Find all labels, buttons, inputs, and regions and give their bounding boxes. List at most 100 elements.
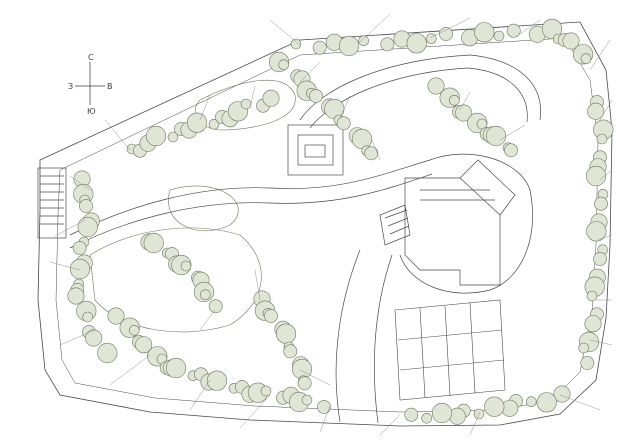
plant-symbol: [264, 309, 278, 323]
plant-symbol: [260, 385, 272, 397]
compass-south: Ю: [87, 107, 96, 116]
plant-symbol: [165, 357, 187, 379]
plant-symbol: [297, 376, 312, 391]
leader-line: [269, 19, 301, 46]
leader-line: [599, 169, 613, 181]
plant-symbol: [562, 32, 580, 50]
plant-symbol: [309, 89, 323, 103]
house: [379, 159, 516, 286]
plant-symbol: [474, 22, 495, 43]
plant-symbol: [85, 329, 103, 347]
plant-symbol: [67, 287, 85, 305]
plant-symbol: [69, 258, 91, 280]
leader-line: [189, 379, 211, 411]
plant-symbol: [525, 396, 537, 408]
terrace-steps: [37, 167, 67, 239]
plant-symbol: [107, 307, 125, 325]
plant-symbol: [586, 221, 607, 242]
plant-symbol: [143, 232, 164, 254]
plant-symbol: [262, 89, 280, 107]
plant-symbol: [578, 342, 590, 354]
leader-line: [319, 405, 331, 433]
leader-line: [239, 394, 271, 429]
leader-line: [254, 269, 261, 301]
plant-symbol: [283, 344, 298, 359]
plant-symbol: [587, 102, 605, 120]
compass: С З В Ю: [68, 53, 113, 116]
leader-line: [559, 394, 601, 411]
plant-symbol: [351, 128, 373, 150]
leader-line: [199, 94, 211, 121]
leader-line: [379, 414, 401, 436]
plant-symbol: [79, 199, 93, 213]
leader-line: [589, 39, 611, 71]
plant-symbol: [186, 112, 208, 133]
plant-symbol: [336, 116, 351, 131]
courtyard-loop: [399, 153, 533, 294]
plant-symbol: [364, 146, 379, 161]
north-path-outer: [299, 54, 541, 121]
leader-line: [54, 219, 86, 237]
leader-line: [359, 13, 391, 43]
drive-right-edge: [373, 254, 393, 424]
leader-line: [429, 17, 471, 39]
west-lawn: [89, 227, 262, 333]
site-boundary: [37, 21, 613, 427]
central-lawn: [168, 185, 239, 232]
plant-symbol: [82, 311, 93, 323]
plant-symbol: [421, 412, 433, 424]
plant-symbol: [536, 392, 557, 413]
leader-line: [469, 411, 481, 436]
plant-symbol: [180, 260, 192, 272]
plant-symbol: [72, 241, 87, 255]
leader-line: [299, 61, 321, 83]
leader-line: [109, 354, 151, 386]
plant-symbol: [290, 38, 302, 50]
leader-line: [49, 261, 81, 271]
plant-symbol: [493, 30, 505, 42]
leader-line: [249, 85, 256, 109]
leader-line: [599, 99, 613, 121]
plant-symbol: [584, 315, 602, 333]
leader-line: [59, 329, 96, 346]
plant-symbol: [586, 290, 598, 302]
leader-line: [499, 124, 526, 141]
leader-line: [339, 95, 351, 119]
plant-symbol: [553, 385, 571, 403]
plant-symbol: [580, 53, 592, 65]
plant-symbol: [208, 119, 220, 130]
plant-symbol: [427, 77, 445, 95]
main-path-outer: [69, 159, 431, 236]
parking-grid: [394, 299, 506, 401]
leader-line: [299, 369, 331, 386]
leader-line: [459, 91, 471, 111]
plant-symbol: [338, 35, 360, 57]
plant-symbol: [301, 394, 313, 406]
plant-symbol: [167, 131, 179, 143]
leader-line: [104, 119, 131, 151]
plant-symbol: [200, 289, 211, 301]
plant-symbol: [431, 402, 453, 424]
leader-line: [69, 175, 91, 191]
pavilion: [287, 124, 344, 176]
plant-symbol: [97, 342, 118, 364]
plant-symbol: [425, 33, 437, 45]
plant-symbol: [208, 299, 223, 314]
plant-symbol: [145, 125, 167, 147]
plant-symbol: [585, 165, 607, 187]
compass-east: В: [107, 82, 113, 91]
plant-symbol: [504, 143, 518, 158]
compass-west: З: [68, 82, 73, 91]
plant-symbol: [312, 40, 327, 55]
plant-groups: [67, 18, 614, 425]
plant-symbol: [275, 323, 297, 344]
leader-line: [519, 19, 541, 35]
main-path-inner: [69, 173, 433, 249]
plant-symbol: [278, 59, 290, 70]
house-staircase: [379, 204, 411, 246]
plant-symbol: [596, 133, 608, 145]
leader-line: [597, 234, 613, 241]
plant-symbol: [77, 216, 98, 238]
inner-boundary: [55, 37, 599, 413]
